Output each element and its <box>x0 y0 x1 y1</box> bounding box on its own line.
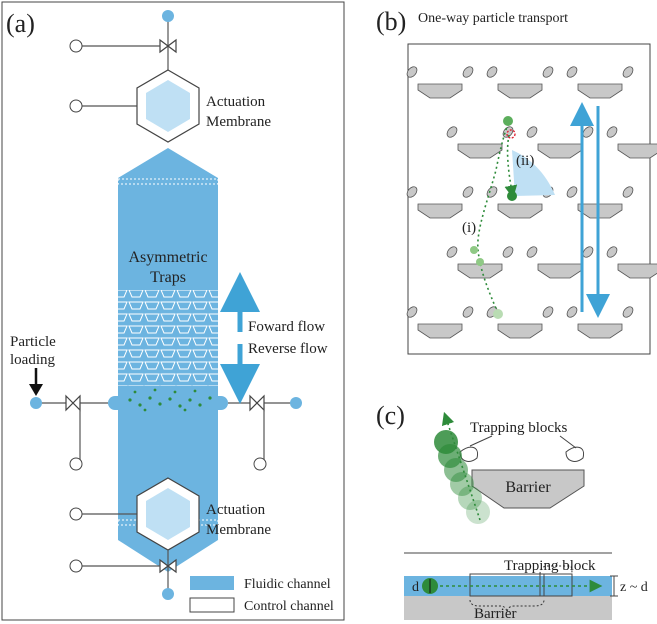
particle-trapped <box>507 191 517 201</box>
reverse-flow-label: Reverse flow <box>248 341 328 357</box>
particle-path-i <box>477 121 510 314</box>
barrier-block <box>417 83 463 99</box>
trapping-block <box>606 246 618 258</box>
barrier-block <box>497 323 543 339</box>
legend-fluidic-label: Fluidic channel <box>244 577 331 592</box>
barrier-block <box>457 263 503 279</box>
particle-loading-label-1: Particle <box>10 334 56 350</box>
particles <box>128 388 212 412</box>
trapping-block <box>582 126 594 138</box>
particle-start <box>493 309 503 319</box>
legend-control-swatch <box>189 597 235 613</box>
particle-top <box>503 116 513 126</box>
trapping-blocks-label: Trapping blocks <box>470 420 568 436</box>
trapping-block <box>406 66 418 78</box>
trapping-block-right <box>565 446 585 462</box>
top-membrane-label-1: Actuation <box>206 94 266 110</box>
trap-region-ii <box>512 150 555 196</box>
particle-reverse <box>506 129 516 139</box>
trapping-blocks-leader-2 <box>559 435 577 449</box>
barrier-block <box>417 323 463 339</box>
barrier-block <box>617 143 657 159</box>
hexagon-inner <box>146 80 190 132</box>
trapping-block <box>622 186 634 198</box>
trapping-block <box>566 66 578 78</box>
marker-ii: (ii) <box>516 153 534 169</box>
barrier-block <box>497 203 543 219</box>
side-trapping-block <box>539 573 573 597</box>
barrier-block <box>497 83 543 99</box>
left-valve-icon <box>65 394 81 412</box>
forward-flow-label: Foward flow <box>248 319 325 335</box>
trapping-block <box>582 246 594 258</box>
side-barrier <box>469 573 545 597</box>
panel-a-frame <box>1 1 345 621</box>
asymmetric-traps <box>118 290 218 386</box>
trapping-block <box>446 246 458 258</box>
trapping-block <box>526 126 538 138</box>
barrier-block <box>417 203 463 219</box>
side-substrate <box>404 596 612 620</box>
trapping-block <box>406 186 418 198</box>
traps-label-1: Asymmetric <box>128 249 207 266</box>
trapping-block <box>622 306 634 318</box>
trapping-blocks-leader <box>469 435 493 447</box>
z-label: z ~ d <box>620 580 648 595</box>
top-inlet <box>69 10 177 70</box>
marker-i: (i) <box>462 220 476 236</box>
particle-mid <box>476 258 484 266</box>
bottom-membrane <box>69 477 200 600</box>
particle-trail <box>434 411 490 524</box>
trapping-block <box>462 66 474 78</box>
barrier-label: Barrier <box>505 479 551 496</box>
right-valve-icon <box>249 394 265 412</box>
trapping-block <box>502 246 514 258</box>
trapping-block <box>566 306 578 318</box>
barrier-block <box>577 203 623 219</box>
trapping-block <box>486 66 498 78</box>
trapping-block <box>462 186 474 198</box>
top-filter <box>117 178 219 185</box>
barrier-block <box>617 263 657 279</box>
barrier-brace <box>469 599 545 613</box>
bottom-membrane-label-1: Actuation <box>206 502 266 518</box>
trapping-block <box>606 126 618 138</box>
barrier-bottom-label: Barrier <box>474 606 516 622</box>
loading-arrow-icon <box>29 384 43 396</box>
panel-b-label: (b) <box>376 7 406 36</box>
trapping-block <box>542 306 554 318</box>
bottom-valve-icon <box>159 558 177 574</box>
side-ports <box>30 394 302 471</box>
panel-a-label: (a) <box>6 9 35 38</box>
panel-c-label: (c) <box>376 401 405 430</box>
trapping-block-label: Trapping block <box>504 558 596 574</box>
d-label: d <box>412 580 419 595</box>
top-membrane-label-2: Membrane <box>206 114 271 130</box>
trapping-block <box>462 306 474 318</box>
barrier-block <box>577 323 623 339</box>
trapping-block <box>566 186 578 198</box>
traps-label-2: Traps <box>150 269 186 286</box>
trapping-block <box>526 246 538 258</box>
valve-icon <box>159 38 177 54</box>
legend-control-label: Control channel <box>244 599 334 614</box>
particle-path-ii <box>504 134 518 199</box>
trapping-block <box>542 66 554 78</box>
top-membrane <box>69 69 200 143</box>
particle-loading-label-2: loading <box>10 352 55 368</box>
barrier-block <box>577 83 623 99</box>
particle-mid-2 <box>470 246 478 254</box>
trapping-block <box>622 66 634 78</box>
legend-fluidic-swatch <box>190 576 234 590</box>
trapping-block-left <box>459 446 479 462</box>
trapping-block <box>446 126 458 138</box>
trapping-block <box>406 306 418 318</box>
barrier-shape <box>471 469 585 509</box>
panel-b-title: One-way particle transport <box>418 11 568 26</box>
bottom-membrane-label-2: Membrane <box>206 522 271 538</box>
